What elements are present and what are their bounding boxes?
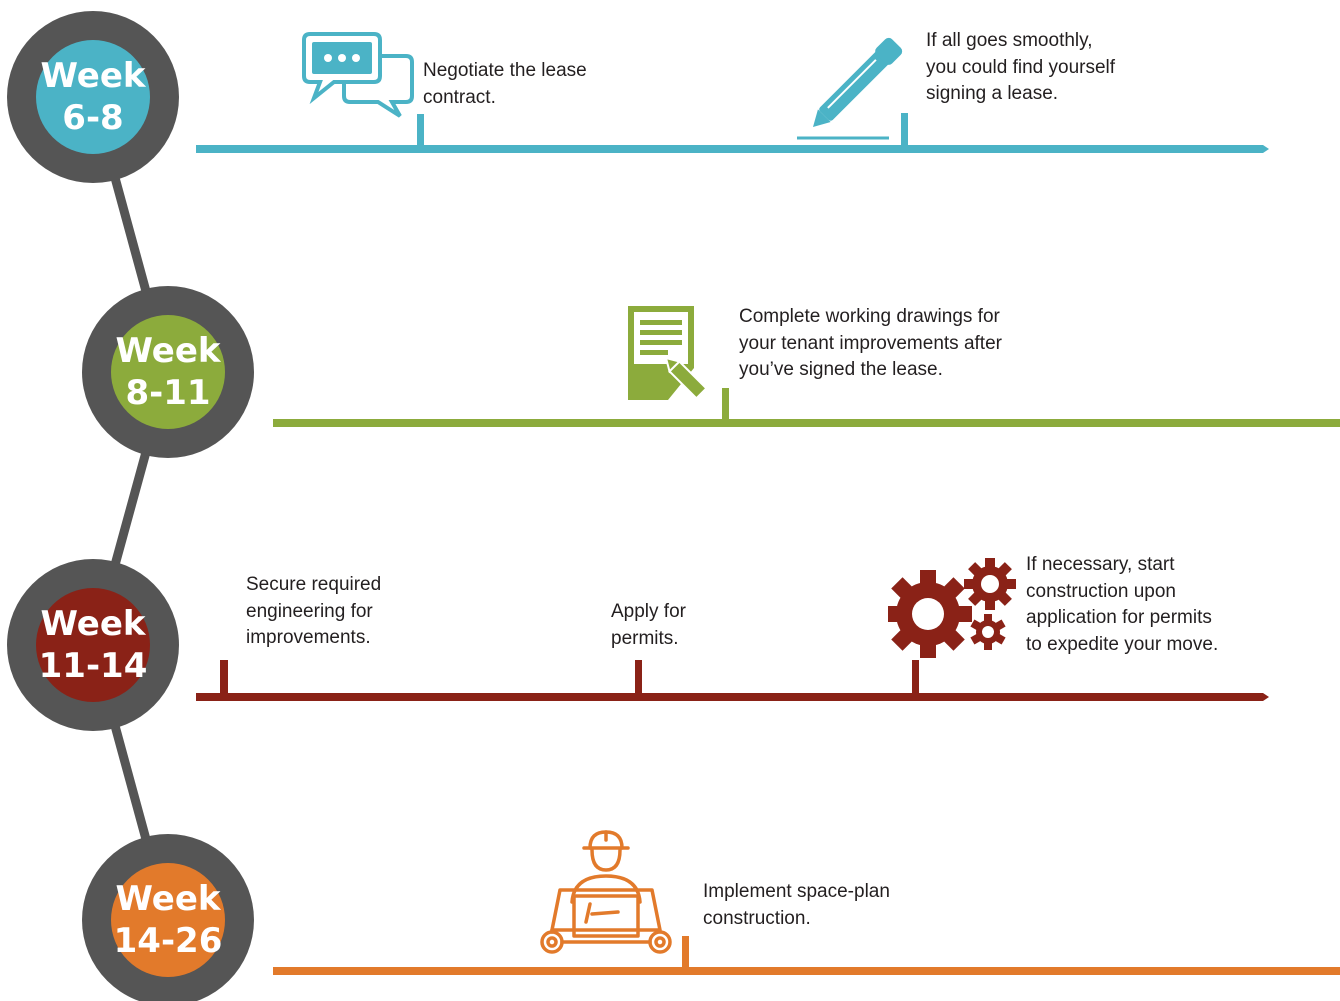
week-node-inner (111, 863, 225, 977)
note-line: contract. (423, 86, 496, 108)
document-pencil-icon (628, 306, 708, 400)
event-tick (722, 388, 729, 423)
note-line: If all goes smoothly, (926, 30, 1093, 51)
note-line: construction upon (1026, 580, 1176, 602)
phase-weeks-11-14 (7, 559, 1269, 731)
note-line: Complete working drawings for (739, 306, 1000, 327)
connector-lines (88, 95, 173, 922)
week-node-inner (111, 315, 225, 429)
note-line: your tenant improvements after (739, 332, 1002, 354)
note-line: Negotiate the lease (423, 60, 587, 81)
note-line: improvements. (246, 627, 371, 648)
event-tick (901, 113, 908, 149)
gears-icon (888, 558, 1016, 658)
note-line: you could find yourself (926, 56, 1116, 78)
week-word: Week (40, 56, 146, 96)
speech-bubbles-icon (302, 32, 414, 118)
phase-weeks-8-11 (82, 286, 1340, 458)
note-line: to expedite your move. (1026, 633, 1219, 655)
note-line: engineering for (246, 600, 373, 622)
week-node-inner (36, 588, 150, 702)
timeline-bar (273, 967, 1340, 975)
week-range: 14-26 (113, 921, 223, 961)
note-line: you’ve signed the lease. (739, 359, 943, 380)
week-range: 11-14 (38, 646, 148, 686)
timeline-bar (196, 145, 1269, 153)
week-range: 6-8 (62, 98, 124, 138)
event-secure-engineering: Secure required engineering for improvem… (246, 572, 381, 652)
note-line: Implement space-plan (703, 881, 890, 902)
event-negotiate-lease: Negotiate the lease contract. (423, 58, 587, 111)
week-word: Week (40, 604, 146, 644)
event-working-drawings: Complete working drawings for your tenan… (739, 304, 1002, 384)
note-line: Apply for (611, 601, 686, 622)
week-label-8-11: Week 8-11 (111, 330, 225, 414)
event-sign-lease: If all goes smoothly, you could find you… (926, 28, 1115, 108)
week-label-6-8: Week 6-8 (36, 55, 150, 139)
event-tick (220, 660, 228, 697)
week-label-11-14: Week 11-14 (36, 603, 150, 687)
event-tick (635, 660, 642, 697)
event-tick (682, 936, 689, 971)
week-node-inner (36, 40, 150, 154)
week-word: Week (115, 879, 221, 919)
pen-icon (797, 37, 903, 140)
week-label-14-26: Week 14-26 (111, 878, 225, 962)
timeline-bar (196, 693, 1269, 701)
timeline-bar (273, 419, 1340, 427)
event-tick (912, 660, 919, 697)
phase-weeks-6-8 (7, 11, 1269, 183)
phase-weeks-14-26 (82, 834, 1340, 1001)
event-implement-construction: Implement space-plan construction. (703, 879, 890, 932)
event-start-construction: If necessary, start construction upon ap… (1026, 552, 1218, 658)
event-tick (417, 114, 424, 149)
week-word: Week (115, 331, 221, 371)
note-line: application for permits (1026, 607, 1212, 628)
note-line: If necessary, start (1026, 554, 1175, 575)
note-line: Secure required (246, 574, 382, 595)
event-apply-permits: Apply for permits. (611, 599, 686, 652)
note-line: permits. (611, 627, 679, 649)
note-line: signing a lease. (926, 83, 1059, 104)
week-range: 8-11 (125, 373, 211, 413)
note-line: construction. (703, 907, 811, 929)
worker-blueprint-icon (540, 830, 672, 954)
